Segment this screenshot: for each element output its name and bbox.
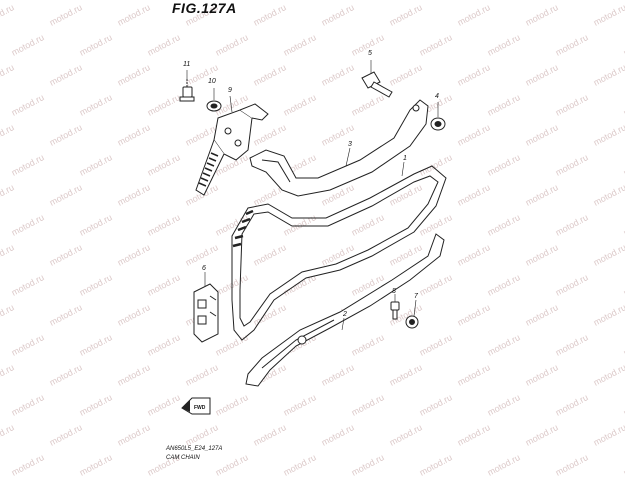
leader-line-7 (413, 299, 417, 317)
callout-label: 11 (183, 61, 190, 68)
callout-label: 4 (435, 93, 439, 100)
part-bolt-8 (390, 301, 400, 320)
part-tensioner-guide-2 (245, 233, 445, 387)
callout-label: 9 (228, 87, 232, 94)
figure-name: CAM CHAIN (166, 455, 200, 461)
leader-line-2 (341, 317, 345, 331)
part-tensioner-adjuster-9 (195, 103, 269, 196)
part-cam-chain-1 (231, 165, 447, 341)
callout-label: 10 (208, 78, 216, 85)
parts-diagram: 11 10 9 5 4 (179, 50, 447, 415)
callout-label: 5 (368, 50, 372, 57)
callout-label: 3 (348, 141, 352, 148)
callout-label: 7 (414, 293, 419, 300)
part-washer-4 (430, 117, 446, 131)
callout-label: 6 (202, 265, 206, 272)
part-washer-10 (206, 100, 222, 112)
part-bracket-6 (193, 283, 219, 343)
callout-label: 1 (403, 155, 407, 162)
figure-code: AN650L5_E24_127A (166, 446, 223, 452)
fwd-arrow-icon: FWD (181, 397, 211, 415)
leader-line-9 (229, 95, 233, 113)
fwd-label: FWD (194, 405, 206, 411)
figure-title: FIG.127A (172, 0, 237, 16)
callout-label: 8 (392, 288, 396, 295)
callout-label: 2 (342, 311, 347, 318)
part-bolt-11 (179, 79, 195, 102)
part-washer-7 (405, 315, 419, 329)
leader-line-3 (345, 147, 351, 167)
leader-line-1 (401, 161, 405, 177)
part-chain-guide-3 (249, 99, 429, 197)
part-bolt-5 (361, 71, 393, 98)
